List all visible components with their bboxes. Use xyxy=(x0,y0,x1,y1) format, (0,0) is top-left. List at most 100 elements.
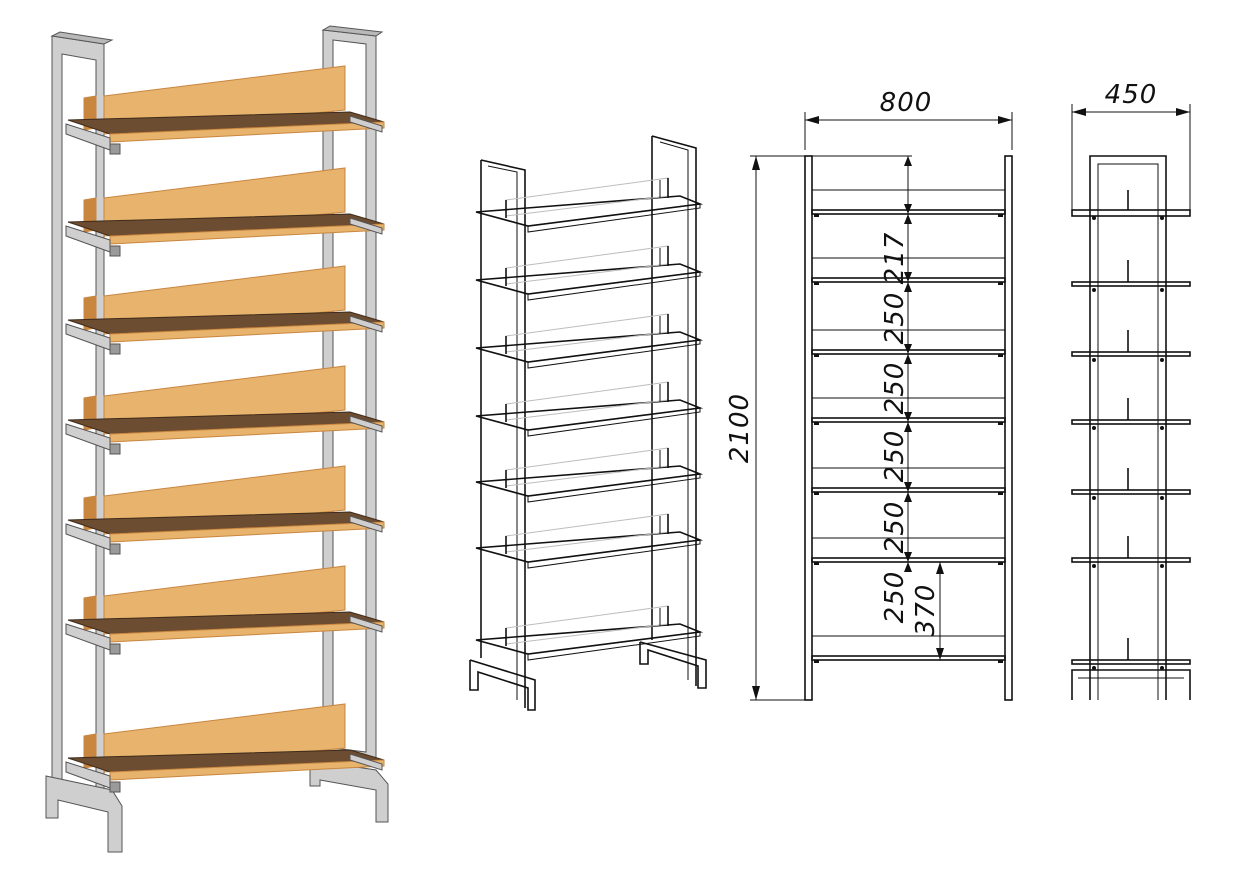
wire-shelf-4 xyxy=(475,381,704,437)
bracket-left xyxy=(814,562,819,565)
right-bracket xyxy=(349,415,383,433)
back-board xyxy=(505,313,669,353)
bracket-right xyxy=(998,660,1003,663)
shelf-top xyxy=(475,399,704,431)
back-board xyxy=(505,447,669,487)
right-bracket xyxy=(349,315,383,333)
side-top-shelf xyxy=(1071,209,1191,217)
spacing-label-6: 250 xyxy=(880,571,910,624)
bracket-bolt xyxy=(109,245,121,257)
left-top-cap xyxy=(50,31,114,45)
bolt-left xyxy=(1092,358,1096,362)
bracket-left xyxy=(814,214,819,217)
side-shelf-6 xyxy=(1071,638,1191,670)
bolt-right xyxy=(1160,358,1164,362)
shelf-edge xyxy=(527,407,701,437)
right-bracket xyxy=(349,217,383,235)
bottom-arrow-top xyxy=(936,562,944,574)
spacing-arrow-down-0 xyxy=(904,156,912,166)
shelf-edge xyxy=(527,271,701,301)
shaded-rack-render xyxy=(45,25,389,853)
spacing-label-3: 250 xyxy=(880,362,910,415)
side-frame-inner xyxy=(1097,163,1159,700)
shelf-top xyxy=(475,331,704,363)
spacing-arrow-down-6 xyxy=(904,562,912,572)
bracket-bolt xyxy=(109,143,121,155)
back-right-post-inner xyxy=(659,141,689,680)
shelf-edge xyxy=(527,631,701,661)
bolt-right xyxy=(1160,288,1164,292)
wire-shelf-7 xyxy=(475,605,704,661)
top-bolt-left xyxy=(1092,216,1096,220)
shelf-top xyxy=(475,195,704,227)
spacing-label-1: 217 xyxy=(880,232,910,285)
width-arrow-left xyxy=(805,116,819,124)
wireframe-rack-view xyxy=(469,135,707,711)
width-dimension-label: 800 xyxy=(880,88,933,118)
render-shelf-3 xyxy=(65,265,385,355)
depth-arrow-left xyxy=(1072,108,1086,116)
shelf-top xyxy=(475,531,704,563)
bracket-bolt xyxy=(109,781,121,793)
left-foot xyxy=(45,775,123,853)
bracket-bolt xyxy=(109,443,121,455)
right-foot xyxy=(639,641,707,689)
depth-dimension-label: 450 xyxy=(1105,80,1158,110)
back-board xyxy=(505,605,669,645)
shelf-plate xyxy=(1071,419,1191,425)
spacing-arrow-up-5 xyxy=(904,482,912,492)
render-shelf-1 xyxy=(65,65,385,155)
bolt-left xyxy=(1092,288,1096,292)
spacing-arrow-up-1 xyxy=(904,204,912,214)
side-shelf-4 xyxy=(1071,468,1191,500)
bolt-left xyxy=(1092,666,1096,670)
bolt-right xyxy=(1160,666,1164,670)
side-shelf-2 xyxy=(1071,330,1191,362)
spacing-arrow-up-6 xyxy=(904,552,912,562)
bolt-right xyxy=(1160,496,1164,500)
back-board xyxy=(505,177,669,217)
render-shelf-7 xyxy=(65,703,385,793)
right-bracket xyxy=(349,753,383,771)
bracket-right xyxy=(998,492,1003,495)
shelf-plate xyxy=(811,655,1006,661)
shelf-plate xyxy=(1071,351,1191,357)
left-post xyxy=(804,155,813,701)
wire-shelf-2 xyxy=(475,245,704,301)
spacing-arrow-down-3 xyxy=(904,354,912,364)
bracket-right xyxy=(998,562,1003,565)
shelf-edge xyxy=(527,539,701,569)
spacing-arrow-down-4 xyxy=(904,422,912,432)
wire-shelf-5 xyxy=(475,447,704,503)
shelf-plate xyxy=(1071,281,1191,287)
spacing-label-2: 250 xyxy=(880,292,910,345)
spacing-label-5: 250 xyxy=(880,501,910,554)
bolt-left xyxy=(1092,496,1096,500)
bracket-bolt xyxy=(109,543,121,555)
bracket-right xyxy=(998,282,1003,285)
shelf-plate xyxy=(1071,557,1191,563)
render-shelf-2 xyxy=(65,167,385,257)
back-board xyxy=(505,245,669,285)
spacing-label-7: 370 xyxy=(911,584,941,637)
spacing-arrow-up-2 xyxy=(904,272,912,282)
right-bracket xyxy=(349,115,383,133)
side-shelf-1 xyxy=(1071,260,1191,292)
top-bolt-right xyxy=(1160,216,1164,220)
side-elevation-view xyxy=(1071,104,1191,700)
height-dimension-label: 2100 xyxy=(725,393,755,463)
depth-arrow-right xyxy=(1176,108,1190,116)
render-shelf-5 xyxy=(65,465,385,555)
bolt-right xyxy=(1160,564,1164,568)
side-shelf-3 xyxy=(1071,398,1191,430)
bracket-left xyxy=(814,660,819,663)
side-shelf-5 xyxy=(1071,536,1191,568)
spacing-arrow-up-4 xyxy=(904,412,912,422)
bracket-right xyxy=(998,422,1003,425)
shelf-top xyxy=(475,465,704,497)
left-foot xyxy=(469,659,536,711)
bolt-left xyxy=(1092,564,1096,568)
back-board xyxy=(505,513,669,553)
side-base xyxy=(1071,669,1191,700)
